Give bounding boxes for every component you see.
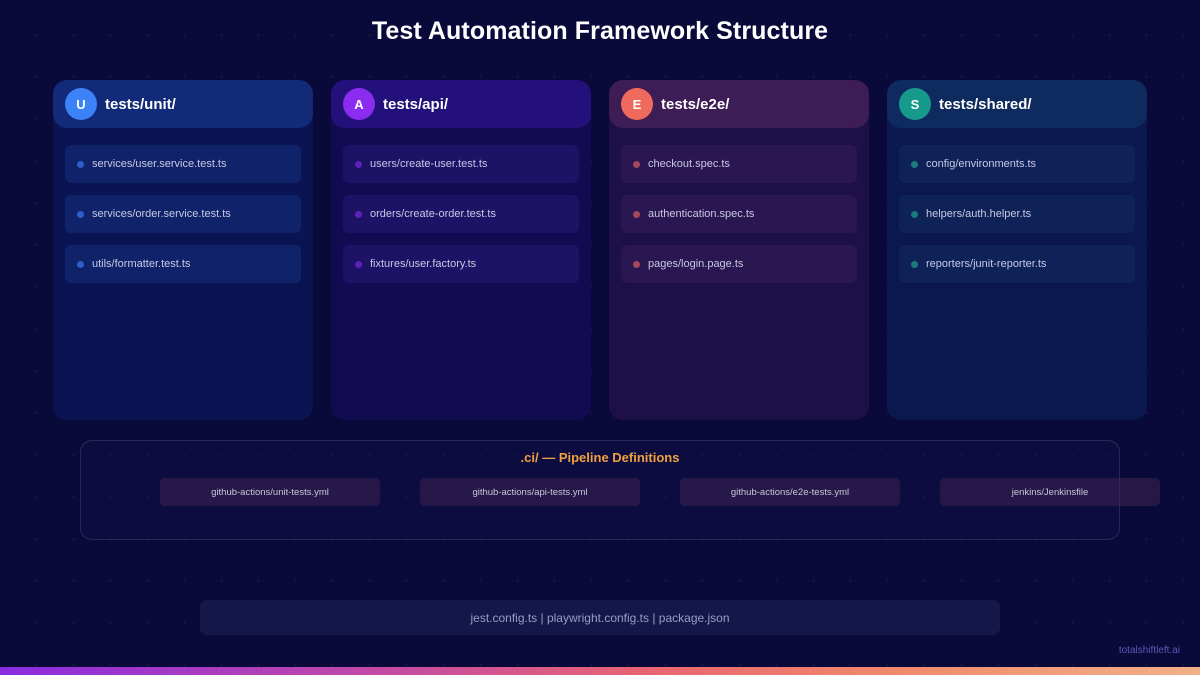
bullet-icon (355, 260, 362, 268)
ci-file-item[interactable]: github-actions/e2e-tests.yml (680, 478, 900, 506)
ci-file-item[interactable]: jenkins/Jenkinsfile (940, 478, 1160, 506)
bullet-icon (77, 210, 84, 218)
folder-title: tests/e2e/ (661, 95, 730, 113)
file-item[interactable]: utils/formatter.test.ts (65, 245, 301, 283)
file-item[interactable]: services/order.service.test.ts (65, 195, 301, 233)
folder-card-e2e: E tests/e2e/ checkout.spec.ts authentica… (609, 80, 869, 420)
folder-header-unit: U tests/unit/ (53, 80, 313, 128)
file-label: reporters/junit-reporter.ts (926, 258, 1047, 270)
file-label: config/environments.ts (926, 158, 1037, 170)
folder-header-e2e: E tests/e2e/ (609, 80, 869, 128)
file-label: users/create-user.test.ts (370, 158, 488, 170)
bullet-icon (911, 260, 918, 268)
file-label: services/user.service.test.ts (92, 158, 227, 170)
folder-title: tests/api/ (383, 95, 449, 113)
file-label: checkout.spec.ts (648, 158, 730, 170)
ci-file-item[interactable]: github-actions/api-tests.yml (420, 478, 640, 506)
folder-badge-icon: E (621, 88, 653, 120)
gradient-footer-bar (0, 667, 1200, 675)
file-label: fixtures/user.factory.ts (370, 258, 477, 270)
page-title: Test Automation Framework Structure (371, 17, 829, 45)
file-label: orders/create-order.test.ts (370, 208, 496, 220)
file-item[interactable]: reporters/junit-reporter.ts (899, 245, 1135, 283)
folder-badge-icon: A (343, 88, 375, 120)
folder-header-shared: S tests/shared/ (887, 80, 1147, 128)
folder-title: tests/shared/ (939, 95, 1032, 113)
bullet-icon (633, 160, 640, 168)
folder-card-unit: U tests/unit/ services/user.service.test… (53, 80, 313, 420)
folder-header-api: A tests/api/ (331, 80, 591, 128)
folder-badge-icon: S (899, 88, 931, 120)
file-item[interactable]: helpers/auth.helper.ts (899, 195, 1135, 233)
file-label: services/order.service.test.ts (92, 208, 231, 220)
bullet-icon (77, 260, 84, 268)
ci-pipeline-title: .ci/ — Pipeline Definitions (520, 450, 680, 465)
file-item[interactable]: services/user.service.test.ts (65, 145, 301, 183)
file-item[interactable]: checkout.spec.ts (621, 145, 857, 183)
file-item[interactable]: authentication.spec.ts (621, 195, 857, 233)
bullet-icon (633, 210, 640, 218)
folder-card-api: A tests/api/ users/create-user.test.ts o… (331, 80, 591, 420)
bullet-icon (355, 160, 362, 168)
file-item[interactable]: orders/create-order.test.ts (343, 195, 579, 233)
file-item[interactable]: fixtures/user.factory.ts (343, 245, 579, 283)
folder-card-shared: S tests/shared/ config/environments.ts h… (887, 80, 1147, 420)
file-label: helpers/auth.helper.ts (926, 208, 1032, 220)
bullet-icon (633, 260, 640, 268)
bullet-icon (911, 160, 918, 168)
file-label: utils/formatter.test.ts (92, 258, 191, 270)
root-config-files: jest.config.ts | playwright.config.ts | … (200, 600, 1000, 635)
file-item[interactable]: pages/login.page.ts (621, 245, 857, 283)
file-label: pages/login.page.ts (648, 258, 744, 270)
bullet-icon (911, 210, 918, 218)
bullet-icon (355, 210, 362, 218)
file-item[interactable]: config/environments.ts (899, 145, 1135, 183)
bullet-icon (77, 160, 84, 168)
folder-title: tests/unit/ (105, 95, 176, 113)
folder-badge-icon: U (65, 88, 97, 120)
file-item[interactable]: users/create-user.test.ts (343, 145, 579, 183)
brand-watermark: totalshiftleft.ai (1118, 645, 1180, 656)
file-label: authentication.spec.ts (648, 208, 755, 220)
ci-file-item[interactable]: github-actions/unit-tests.yml (160, 478, 380, 506)
